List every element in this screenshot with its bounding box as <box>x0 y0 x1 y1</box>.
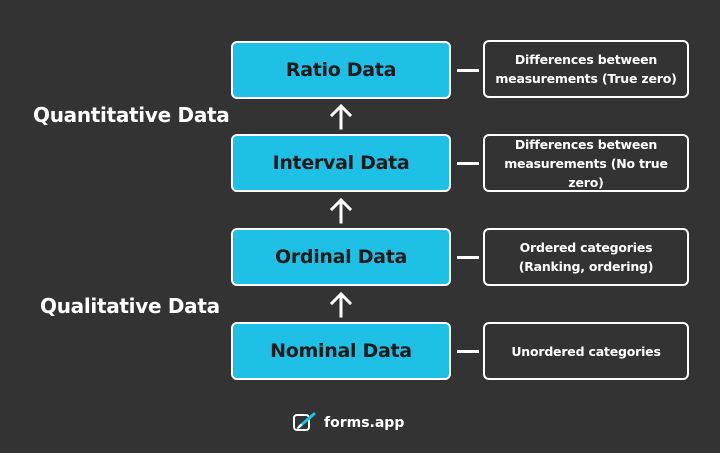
desc-box-ordinal: Ordered categories (Ranking, ordering) <box>483 228 689 286</box>
arrow-up-icon <box>329 104 353 130</box>
qualitative-data-label: Qualitative Data <box>40 294 220 318</box>
level-box-ordinal: Ordinal Data <box>231 228 451 286</box>
desc-ordinal-line1: Ordered categories <box>519 240 653 255</box>
desc-ratio-line1: Differences between <box>514 52 658 67</box>
level-box-ratio: Ratio Data <box>231 41 451 99</box>
forms-app-logo-icon <box>293 412 316 431</box>
desc-ordinal-line2: (Ranking, ordering) <box>518 259 654 274</box>
desc-interval-line2: measurements (No true zero) <box>504 155 668 190</box>
arrow-up-icon <box>329 198 353 224</box>
desc-nominal-line1: Unordered categories <box>511 343 661 359</box>
desc-ratio-line2: measurements (True zero) <box>495 71 677 86</box>
desc-box-interval: Differences between measurements (No tru… <box>483 134 689 192</box>
desc-box-ratio: Differences between measurements (True z… <box>483 40 689 98</box>
level-box-interval: Interval Data <box>231 134 451 192</box>
connector-ordinal <box>457 256 479 259</box>
connector-ratio <box>457 69 479 72</box>
desc-box-nominal: Unordered categories <box>483 322 689 380</box>
connector-interval <box>457 162 479 165</box>
quantitative-data-label: Quantitative Data <box>33 103 230 127</box>
arrow-up-icon <box>329 292 353 318</box>
forms-app-logo: forms.app <box>292 412 404 434</box>
level-box-nominal: Nominal Data <box>231 322 451 380</box>
logo-text: forms.app <box>324 415 405 431</box>
desc-interval-line1: Differences between <box>514 136 658 152</box>
connector-nominal <box>457 350 479 353</box>
